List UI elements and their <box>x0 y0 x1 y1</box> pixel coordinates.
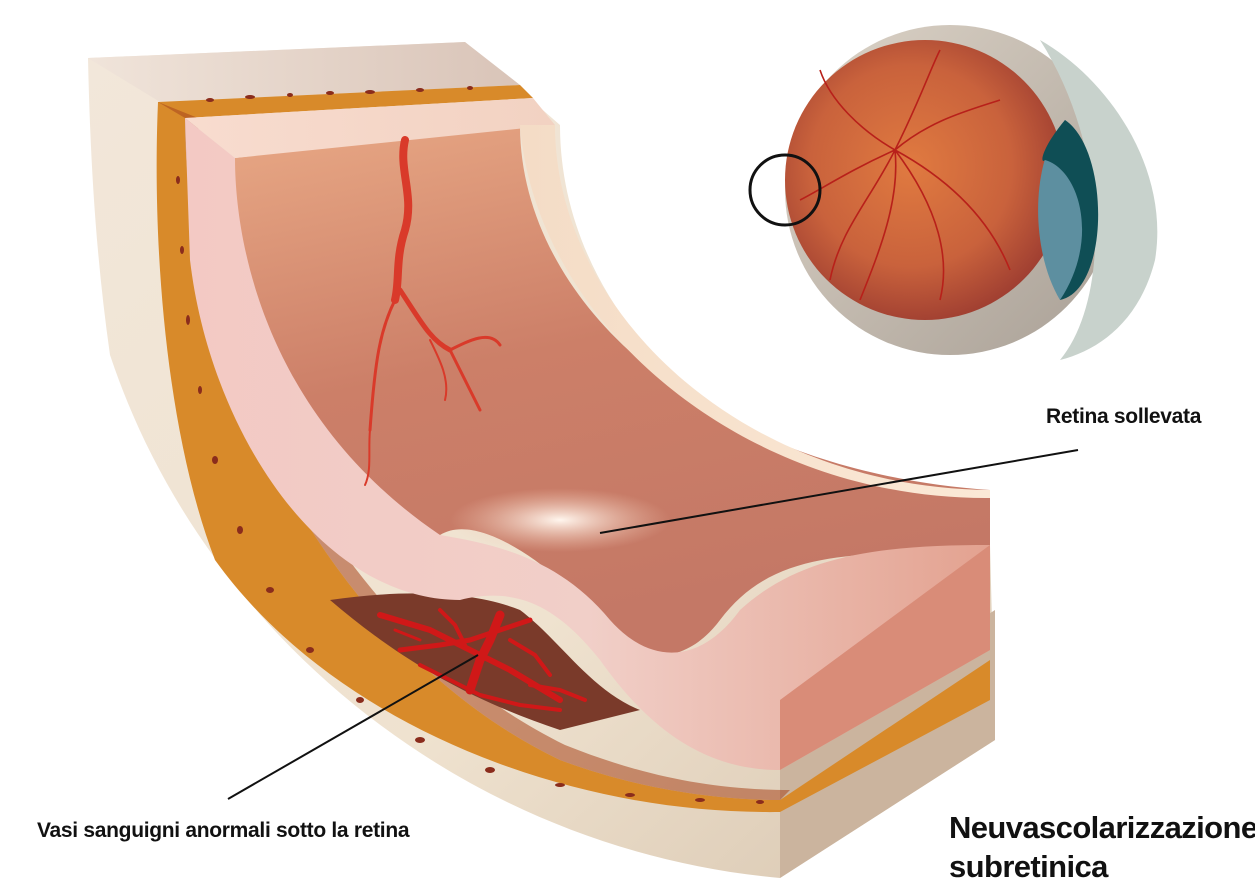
fundus <box>785 40 1065 320</box>
label-raised-retina: Retina sollevata <box>1046 405 1201 429</box>
label-abnormal-vessels: Vasi sanguigni anormali sotto la retina <box>37 819 409 843</box>
raised-retina-highlight <box>450 488 670 552</box>
eye-globe <box>750 25 1157 360</box>
title-line-2: subretinica <box>949 847 1255 886</box>
title-line-1: Neuvascolarizzazione <box>949 808 1255 847</box>
diagram-title: Neuvascolarizzazione subretinica <box>949 808 1255 886</box>
